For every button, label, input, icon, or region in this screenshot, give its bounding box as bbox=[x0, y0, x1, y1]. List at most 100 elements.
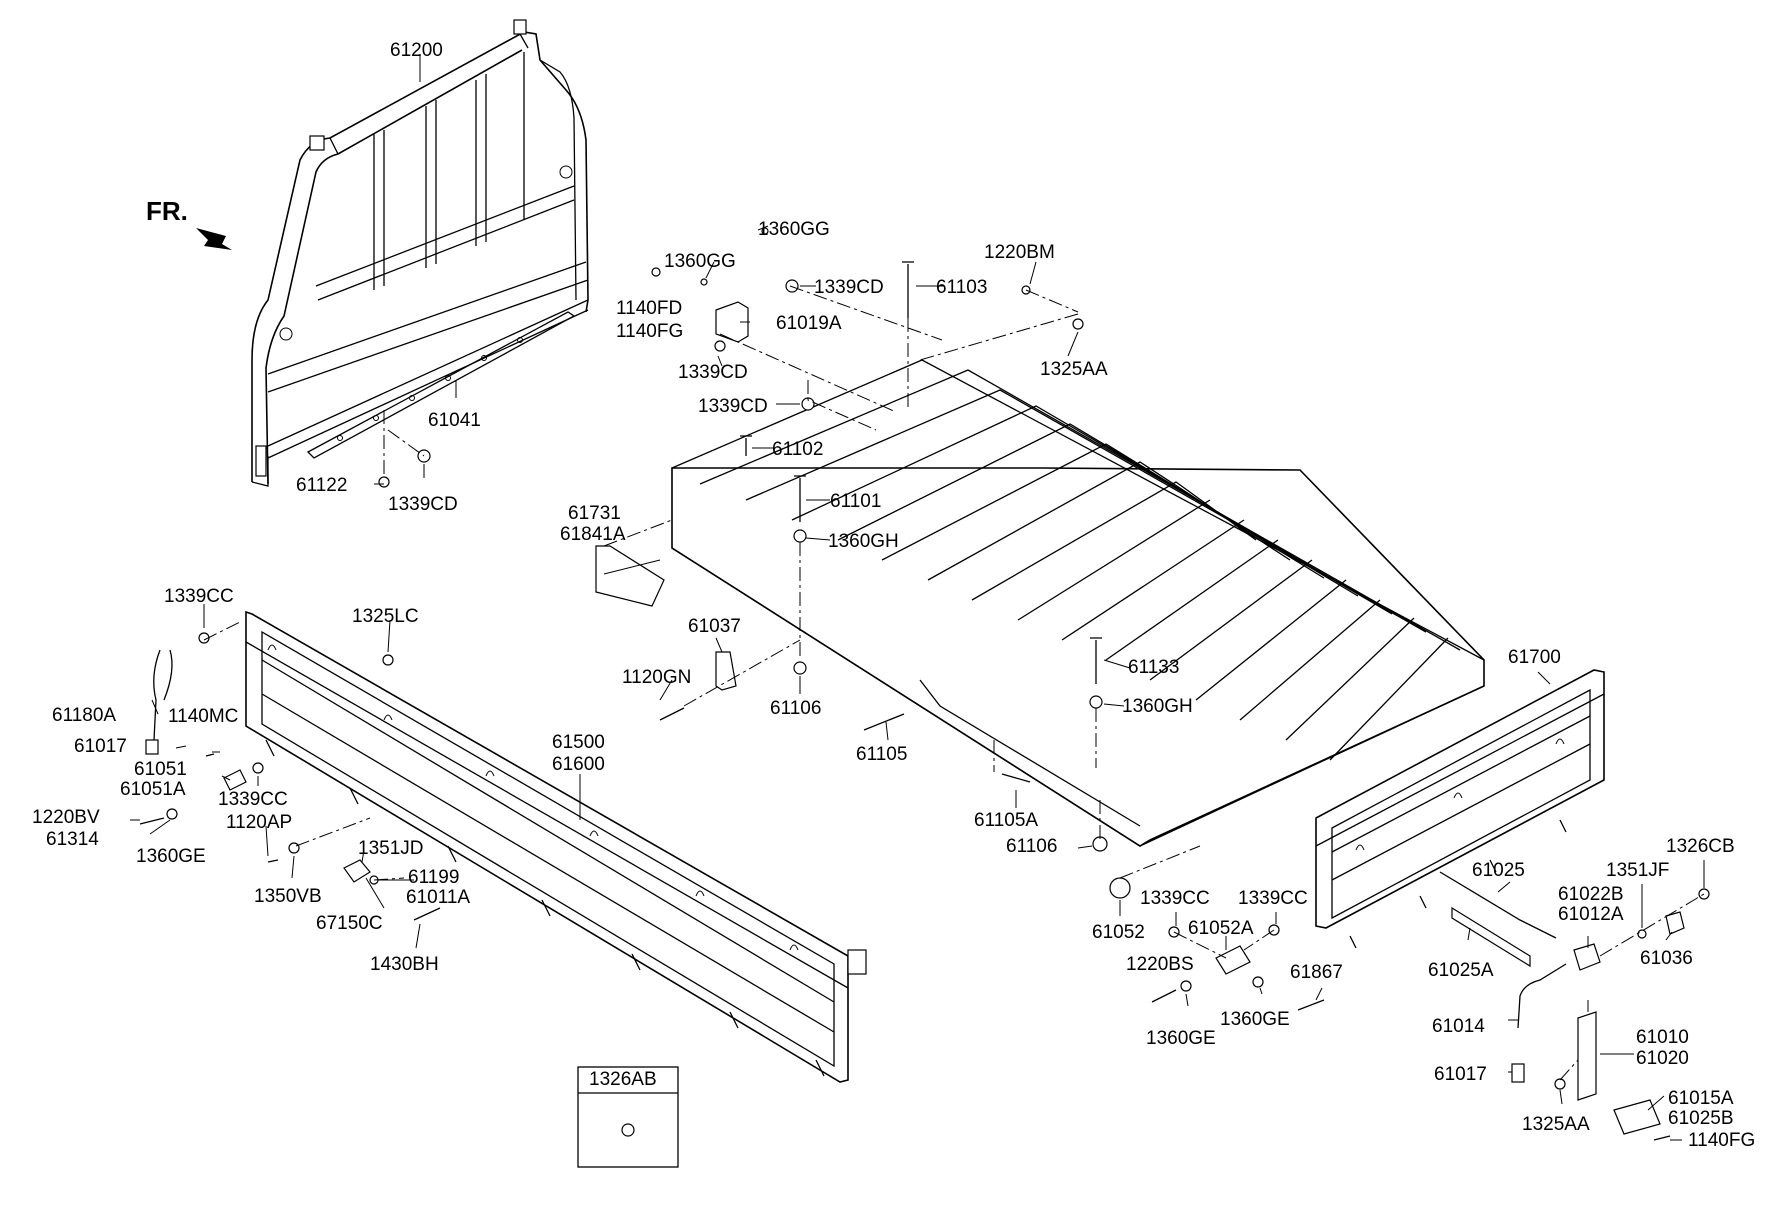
label-1350VB: 1350VB bbox=[254, 886, 322, 907]
label-1339CC-b: 1339CC bbox=[218, 789, 288, 810]
label-1339CC-d: 1339CC bbox=[1238, 888, 1308, 909]
headboard-strip bbox=[306, 311, 576, 459]
label-1339CD-c: 1339CD bbox=[678, 362, 748, 383]
label-61101: 61101 bbox=[830, 491, 881, 512]
bracket-61019A bbox=[715, 301, 749, 343]
label-1351JD: 1351JD bbox=[358, 838, 424, 859]
pin-1430BH bbox=[413, 907, 441, 921]
nut-1339CD-b bbox=[785, 279, 799, 293]
washer-1360GE-a bbox=[166, 808, 178, 820]
label-61025: 61025 bbox=[1472, 860, 1525, 881]
label-67150C: 67150C bbox=[316, 913, 383, 934]
bolt-1140FD bbox=[651, 267, 661, 277]
label-1325AA-a: 1325AA bbox=[1040, 359, 1108, 380]
bolt-61122 bbox=[378, 476, 390, 488]
label-61199: 61199 bbox=[408, 867, 459, 888]
clip-1351JF bbox=[1637, 929, 1647, 939]
bracket-61037 bbox=[715, 651, 737, 691]
label-61106-b: 61106 bbox=[1006, 836, 1057, 857]
label-61036: 61036 bbox=[1640, 948, 1693, 969]
label-61020: 61020 bbox=[1636, 1048, 1689, 1069]
washer-1360GH-a bbox=[793, 529, 807, 543]
label-61017-a: 61017 bbox=[74, 736, 127, 757]
label-61014: 61014 bbox=[1432, 1016, 1485, 1037]
label-1360GG-b: 1360GG bbox=[664, 251, 736, 272]
bolt-1220BS bbox=[1151, 989, 1177, 1003]
front-direction-indicator: FR. bbox=[146, 196, 232, 250]
nut-1339CC-b bbox=[252, 762, 264, 774]
label-1339CD-a: 1339CD bbox=[388, 494, 458, 515]
bolt-61105A bbox=[1001, 773, 1031, 783]
label-61102: 61102 bbox=[772, 439, 823, 460]
label-61011A: 61011A bbox=[406, 887, 470, 908]
label-1339CC-a: 1339CC bbox=[164, 586, 234, 607]
chain-61025 bbox=[1439, 871, 1557, 939]
label-1140FD: 1140FD bbox=[616, 298, 682, 319]
nut-1339CD-c bbox=[714, 340, 726, 352]
hinge-67150C bbox=[343, 859, 371, 883]
washer-1360GH-b bbox=[1089, 695, 1103, 709]
label-61051A: 61051A bbox=[120, 779, 186, 800]
bolt-61101 bbox=[794, 475, 806, 522]
bolt-61105 bbox=[863, 713, 905, 731]
label-61010: 61010 bbox=[1636, 1027, 1689, 1048]
label-1430BH: 1430BH bbox=[370, 954, 439, 975]
bushing-61036 bbox=[1665, 911, 1685, 935]
nut-1325AA-b bbox=[1554, 1078, 1566, 1090]
nut-1325LC bbox=[382, 654, 394, 666]
rear-gate bbox=[1315, 669, 1605, 949]
bolt-1120GN bbox=[659, 707, 685, 721]
label-1325AA-b: 1325AA bbox=[1522, 1114, 1590, 1135]
label-61022B: 61022B bbox=[1558, 884, 1624, 905]
label-1339CC-c: 1339CC bbox=[1140, 888, 1210, 909]
bolt-61102 bbox=[740, 435, 752, 456]
label-61600: 61600 bbox=[552, 754, 605, 775]
boxed-part-1326AB: 1326AB bbox=[577, 1066, 679, 1168]
label-61122: 61122 bbox=[296, 475, 347, 496]
label-1351JF: 1351JF bbox=[1606, 860, 1669, 881]
label-61012A: 61012A bbox=[1558, 904, 1624, 925]
label-61700: 61700 bbox=[1508, 647, 1561, 668]
label-1360GE-a: 1360GE bbox=[136, 846, 206, 867]
washer-1360GE-b bbox=[1180, 980, 1192, 992]
boxed-part-label: 1326AB bbox=[589, 1069, 657, 1090]
label-61731: 61731 bbox=[568, 503, 621, 524]
headboard-frame bbox=[251, 19, 589, 487]
leader-lines bbox=[130, 54, 1705, 1141]
label-61106-a: 61106 bbox=[770, 698, 821, 719]
label-1360GE-b: 1360GE bbox=[1220, 1009, 1290, 1030]
label-1220BS: 1220BS bbox=[1126, 954, 1194, 975]
label-1140FG-b: 1140FG bbox=[1688, 1130, 1755, 1151]
latch-post-61010 bbox=[1577, 1011, 1597, 1101]
label-61037: 61037 bbox=[688, 616, 741, 637]
bushing-61051 bbox=[223, 769, 247, 791]
label-61017-b: 61017 bbox=[1434, 1064, 1487, 1085]
label-61105A: 61105A bbox=[974, 810, 1038, 831]
screw-1360GG-b bbox=[700, 278, 708, 286]
label-61200: 61200 bbox=[390, 40, 443, 61]
bolt-61867 bbox=[1297, 999, 1325, 1011]
washer-1350VB bbox=[288, 842, 300, 854]
label-1120GN: 1120GN bbox=[622, 667, 691, 688]
label-1220BM: 1220BM bbox=[984, 242, 1055, 263]
hinge-61052A bbox=[1215, 945, 1251, 975]
label-61314: 61314 bbox=[46, 829, 99, 850]
label-61019A: 61019A bbox=[776, 313, 842, 334]
label-61025B: 61025B bbox=[1668, 1108, 1734, 1129]
label-1360GG-a: 1360GG bbox=[758, 219, 830, 240]
nut-1325AA-a bbox=[1072, 318, 1084, 330]
nut-1326CB bbox=[1698, 888, 1710, 900]
front-arrow-icon bbox=[196, 228, 232, 250]
cap-61017-a bbox=[145, 739, 159, 755]
label-1326CB: 1326CB bbox=[1666, 836, 1735, 857]
bolt-1120AP bbox=[267, 859, 279, 863]
washer-1360GE-c bbox=[1252, 976, 1264, 988]
channel-61025A bbox=[1451, 906, 1531, 968]
nut-61106-a bbox=[793, 661, 807, 675]
label-61105: 61105 bbox=[856, 744, 907, 765]
label-1360GE-c: 1360GE bbox=[1146, 1028, 1216, 1049]
cap-61017-b bbox=[1511, 1063, 1525, 1083]
bolt-1220BV bbox=[139, 817, 165, 825]
bolt-61103 bbox=[902, 261, 914, 318]
